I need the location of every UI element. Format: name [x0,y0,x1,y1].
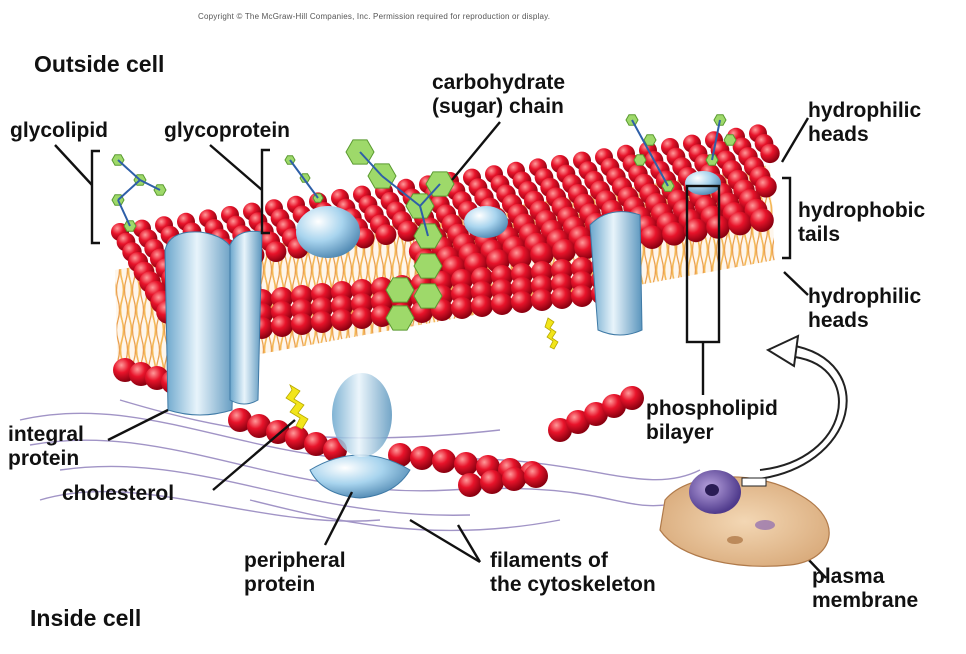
phospholipid-head [458,473,482,497]
cholesterol-label: cholesterol [62,483,174,505]
carbohydrate-label-line2: (sugar) chain [432,96,564,118]
phospholipid-head [271,315,293,337]
phospholipid-head [760,144,779,163]
phospholipid-head [524,464,548,488]
sugar-unit [724,135,736,145]
outside-cell-label: Outside cell [34,52,164,76]
phospholipid-head [531,289,553,311]
phospholipid-head [376,224,397,245]
phospholipid-head [291,313,313,335]
hydrophobic-tails-line1: hydrophobic [798,200,925,222]
hydrophilic-heads-top-line2: heads [808,124,869,146]
phospholipid-head [266,241,287,262]
hydrophobic-tails-line2: tails [798,224,840,246]
peripheral-protein [310,373,410,498]
phospholipid-head [491,293,513,315]
phospholipid-head [750,208,774,232]
phospholipid-head [454,452,478,476]
hydrophilic-heads-bottom-line2: heads [808,310,869,332]
phospholipid-head [311,311,333,333]
phospholipid-head [551,287,573,309]
phospholipid-head [640,225,664,249]
phospholipid-head [471,295,493,317]
phospholipid-head [662,222,686,246]
integral-protein-line1: integral [8,424,84,446]
phospholipid-head [552,239,576,263]
phospholipid-head [480,470,504,494]
phospholipid-bilayer-line2: bilayer [646,422,714,444]
hydrophilic-heads-top-line1: hydrophilic [808,100,921,122]
phospholipid-head [620,386,644,410]
glycoprotein-label: glycoprotein [164,120,290,142]
phospholipid-head [511,291,533,313]
sugar-unit [634,155,646,165]
phospholipid-head [451,297,473,319]
peripheral-protein-line1: peripheral [244,550,346,572]
cytoskeleton-filaments-line2: the cytoskeleton [490,574,656,596]
cell-thumbnail [660,470,829,566]
phospholipid-head [571,285,593,307]
phospholipid-head [502,467,526,491]
phospholipid-head [410,446,434,470]
cytoskeleton-filaments-line1: filaments of [490,550,608,572]
copyright-notice: Copyright © The McGraw-Hill Companies, I… [198,12,550,22]
hydrophilic-heads-bottom-line1: hydrophilic [808,286,921,308]
phospholipid-head [351,307,373,329]
integral-protein-line2: protein [8,448,79,470]
phospholipid-head [331,309,353,331]
glycolipid-label: glycolipid [10,120,108,142]
phospholipid-head [728,212,752,236]
carbohydrate-label-line1: carbohydrate [432,72,565,94]
phospholipid-head [432,449,456,473]
peripheral-protein-line2: protein [244,574,315,596]
inside-cell-label: Inside cell [30,606,141,630]
phospholipid-bilayer-line1: phospholipid [646,398,778,420]
plasma-membrane-line2: membrane [812,590,918,612]
plasma-membrane-line1: plasma [812,566,884,588]
